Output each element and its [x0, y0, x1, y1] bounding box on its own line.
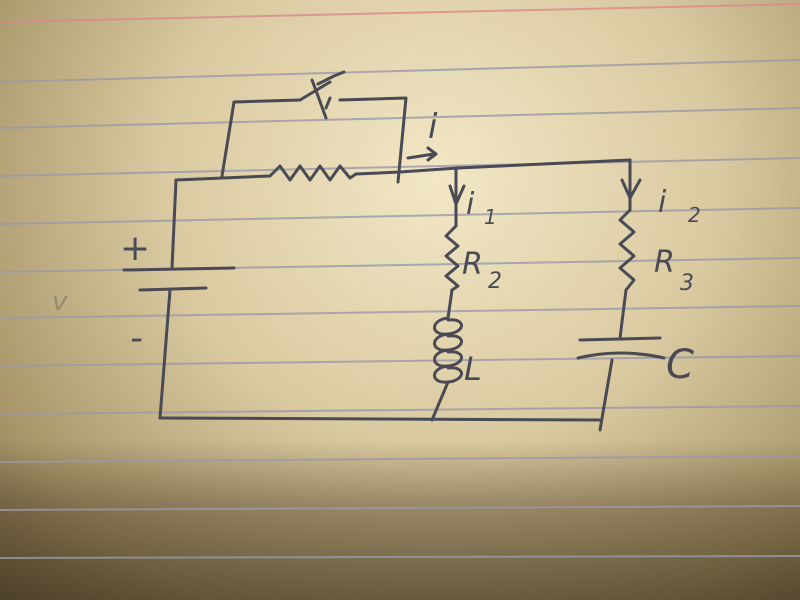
label-r3: R: [654, 245, 675, 280]
ruled-line: [0, 405, 800, 415]
ruled-line: [0, 505, 800, 511]
ruled-line: [0, 207, 800, 225]
label-r2-sub: 2: [488, 269, 502, 294]
battery-long-plate: [122, 266, 236, 272]
ruled-line: [0, 257, 800, 273]
ruled-line: [0, 107, 800, 129]
ruled-line: [0, 355, 800, 367]
wire-branch1-bottom: [430, 380, 450, 422]
wire-top-left: [174, 174, 272, 182]
capacitor-plate-top: [578, 336, 662, 342]
resistor-r2: [444, 224, 460, 292]
ruled-line: [0, 59, 800, 83]
battery-short-plate: [138, 286, 208, 292]
switch-bypass-left: [220, 98, 302, 178]
label-current-i1-sub: 1: [484, 205, 497, 229]
label-current-i: i: [428, 107, 438, 147]
label-battery-minus: -: [130, 318, 143, 359]
inductor-l: [433, 316, 463, 384]
arrow-current-i1: [448, 184, 466, 206]
resistor-series: [268, 164, 358, 182]
ruled-lines: [0, 3, 800, 559]
margin-line: [0, 3, 800, 23]
label-current-i2-sub: 2: [688, 203, 701, 227]
arrow-current-i2: [620, 178, 642, 200]
wire-left-bottom: [158, 288, 172, 420]
label-r2: R: [462, 247, 483, 282]
label-inductor: L: [464, 350, 482, 388]
ruled-line: [0, 555, 800, 559]
ruled-line: [0, 305, 800, 319]
wire-top-right: [398, 158, 632, 174]
wire-branch1-mid: [446, 288, 454, 320]
wire-bottom: [158, 416, 602, 422]
paper-shadow: [0, 440, 800, 600]
arrow-current-i: [406, 146, 438, 162]
ruled-line: [0, 455, 800, 463]
wire-branch2-mid: [618, 288, 628, 340]
label-current-i1: i: [466, 187, 475, 222]
wire-left-top: [170, 178, 178, 270]
label-voltage: v: [52, 287, 68, 317]
switch-contact: [310, 70, 346, 120]
label-r3-sub: 3: [680, 271, 694, 296]
label-capacitor: C: [666, 342, 694, 388]
resistor-r3: [618, 208, 636, 292]
wire-top-mid: [354, 170, 402, 176]
label-current-i2: i: [658, 185, 667, 220]
label-battery-plus: +: [120, 228, 150, 269]
capacitor-plate-bottom: [576, 351, 666, 360]
switch-bypass-right: [338, 96, 408, 184]
wire-branch2-bottom: [598, 358, 614, 432]
